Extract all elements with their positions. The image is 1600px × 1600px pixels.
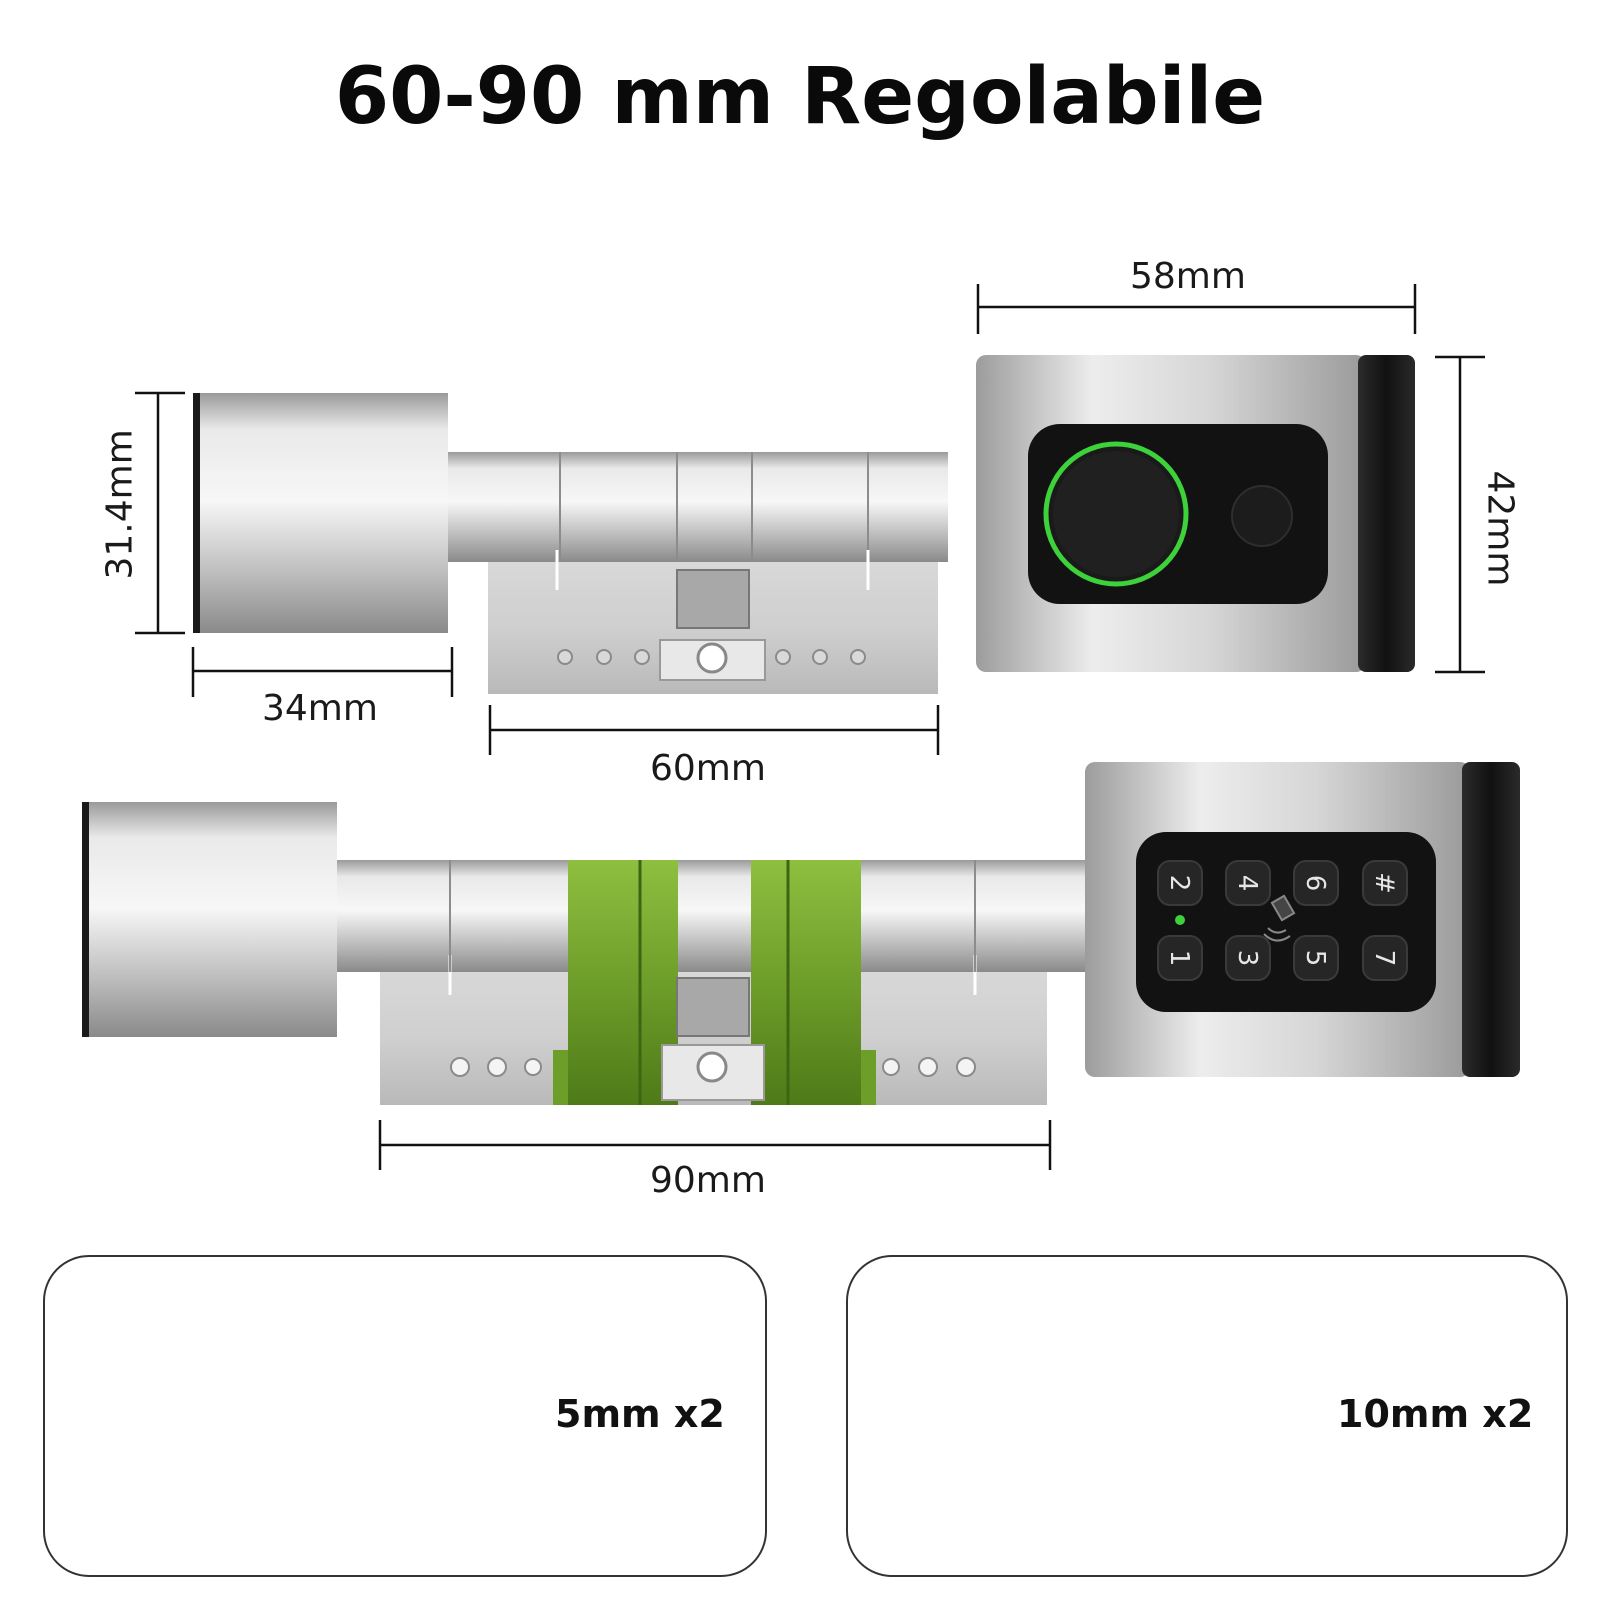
lock-90-assembly: 2 4 6 #1 3 5 7 [82, 762, 1520, 1105]
status-led [1175, 915, 1185, 925]
kit-panel-5mm [43, 1255, 767, 1577]
keypad-key[interactable]: 5 [1293, 935, 1339, 981]
dim-smart-width: 58mm [1130, 256, 1246, 297]
nfc-icon [1263, 894, 1296, 942]
knob-edge [193, 393, 200, 633]
dim-smart-height: 42mm [1479, 470, 1521, 587]
keypad-key[interactable]: 7 [1362, 935, 1408, 981]
keypad-key-label: 7 [1369, 950, 1399, 967]
spacer-green-left [568, 860, 678, 1105]
keypad-key[interactable]: # [1362, 860, 1408, 906]
keypad-key[interactable]: 3 [1225, 935, 1271, 981]
keypad-key[interactable]: 2 [1157, 860, 1203, 906]
keypad-key-label: 5 [1300, 950, 1330, 967]
cam [676, 569, 750, 629]
thumb-knob-2 [82, 802, 337, 1037]
shaft [448, 452, 488, 562]
keypad-key[interactable]: 6 [1293, 860, 1339, 906]
page-title: 60-90 mm Regolabile [334, 52, 1266, 142]
cylinder-body-2 [375, 860, 1085, 972]
keypad-key-label: 4 [1232, 875, 1262, 892]
cylinder-body [488, 452, 948, 562]
keypad-key-label: 1 [1164, 950, 1194, 967]
lock-60-assembly [193, 355, 1415, 694]
dim-body-90: 90mm [650, 1160, 766, 1201]
keypad-key-label: 3 [1232, 950, 1262, 967]
keypad-key-label: # [1369, 872, 1399, 894]
dim-knob-diameter: 31.4mm [99, 429, 141, 580]
keypad-keys: 2 4 6 #1 3 5 7 [1157, 860, 1408, 981]
sensor-dot [1231, 485, 1293, 547]
keypad-key-label: 6 [1300, 875, 1330, 892]
kit-label-10mm: 10mm x2 [1337, 1392, 1534, 1436]
dim-knob-length: 34mm [262, 688, 378, 729]
thumb-knob [193, 393, 448, 633]
end-cap [1358, 355, 1415, 672]
dimension-lines-bottom [378, 1120, 1052, 1170]
keypad-key[interactable]: 1 [1157, 935, 1203, 981]
dimension-lines-top [135, 284, 1485, 755]
keypad-key-label: 2 [1164, 875, 1194, 892]
spacer-green-right [751, 860, 861, 1105]
dim-body-60: 60mm [650, 748, 766, 789]
keypad-key[interactable]: 4 [1225, 860, 1271, 906]
kit-label-5mm: 5mm x2 [555, 1392, 725, 1436]
kit-panel-10mm [846, 1255, 1568, 1577]
keypad-panel [1136, 832, 1436, 1012]
